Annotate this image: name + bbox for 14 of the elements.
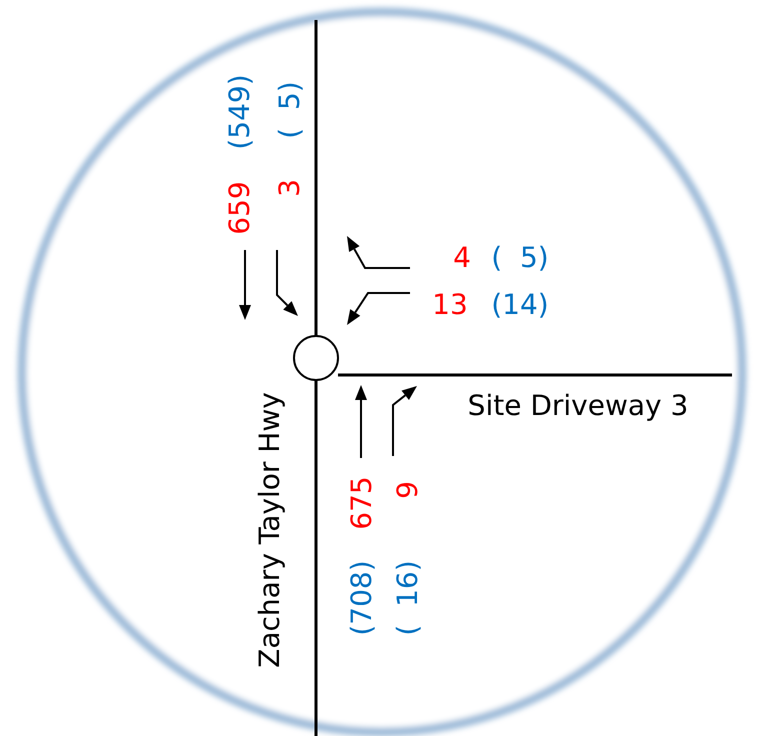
- volume-label: 9: [394, 481, 422, 499]
- volume-label: ( 5): [491, 244, 549, 272]
- volume-label: 4: [453, 244, 471, 272]
- volume-label: (708): [348, 560, 376, 636]
- volume-label: 13: [432, 291, 468, 319]
- volume-label: (14): [491, 291, 549, 319]
- volume-label: ( 5): [276, 81, 304, 139]
- volume-label: (549): [226, 74, 254, 150]
- volume-label: 675: [348, 476, 376, 530]
- volume-label: 659: [226, 181, 254, 235]
- volume-label: 3: [276, 179, 304, 197]
- street-name: Zachary Taylor Hwy: [256, 392, 284, 668]
- volume-label: ( 16): [394, 560, 422, 636]
- street-name: Site Driveway 3: [468, 392, 688, 420]
